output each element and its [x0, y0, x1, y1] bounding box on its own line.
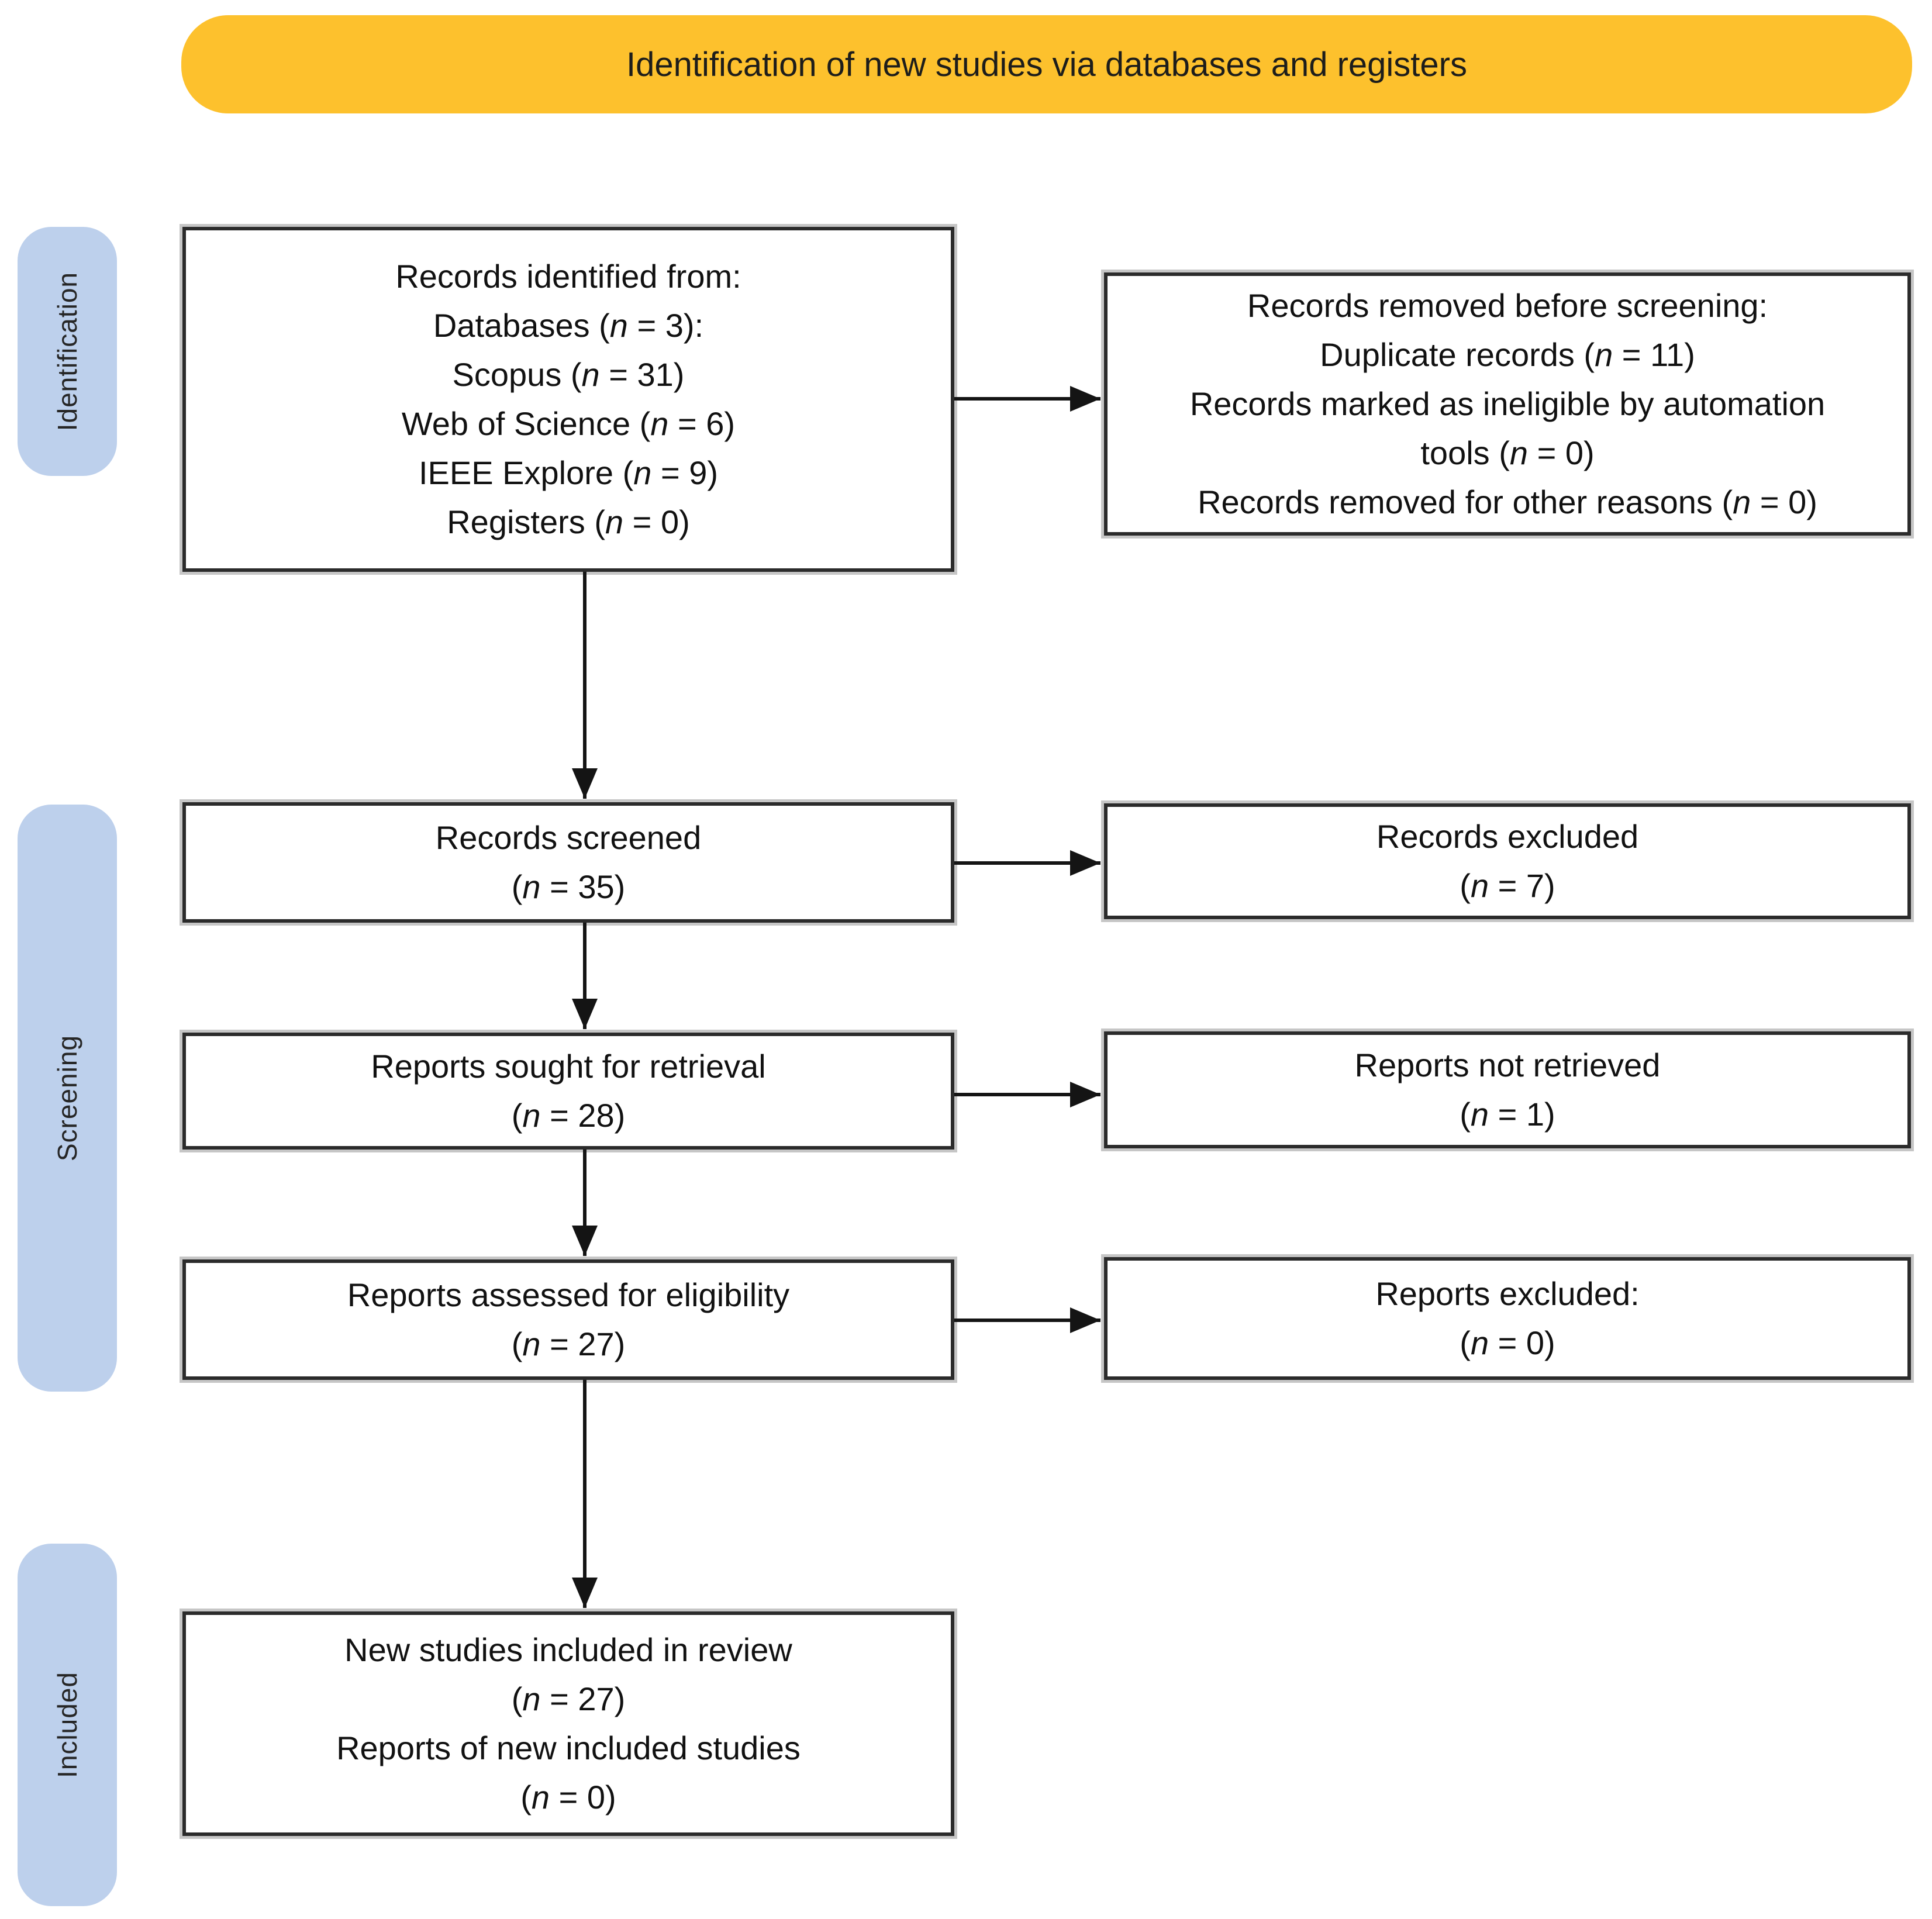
box-records-excluded: Records excluded(n = 7)	[1104, 803, 1911, 919]
box-reports-sought-for-retrieval: Reports sought for retrieval(n = 28)	[182, 1033, 954, 1150]
box-reports-excluded: Reports excluded:(n = 0)	[1104, 1257, 1911, 1380]
box-records-screened: Records screened(n = 35)	[182, 802, 954, 923]
box-records-identified: Records identified from:Databases (n = 3…	[182, 227, 954, 572]
stage-label-included-text: Included	[52, 1672, 82, 1778]
box-new-studies-included: New studies included in review(n = 27)Re…	[182, 1611, 954, 1836]
stage-label-screening-text: Screening	[52, 1034, 82, 1162]
stage-label-identification-text: Identification	[52, 271, 82, 432]
stage-label-included: Included	[18, 1544, 117, 1906]
stage-label-identification: Identification	[18, 227, 117, 476]
banner-title: Identification of new studies via databa…	[181, 15, 1912, 113]
box-reports-assessed-for-eligibility: Reports assessed for eligibility(n = 27)	[182, 1259, 954, 1380]
stage-label-screening: Screening	[18, 805, 117, 1392]
box-reports-not-retrieved: Reports not retrieved(n = 1)	[1104, 1031, 1911, 1148]
box-records-removed-before-screening: Records removed before screening:Duplica…	[1104, 272, 1911, 536]
